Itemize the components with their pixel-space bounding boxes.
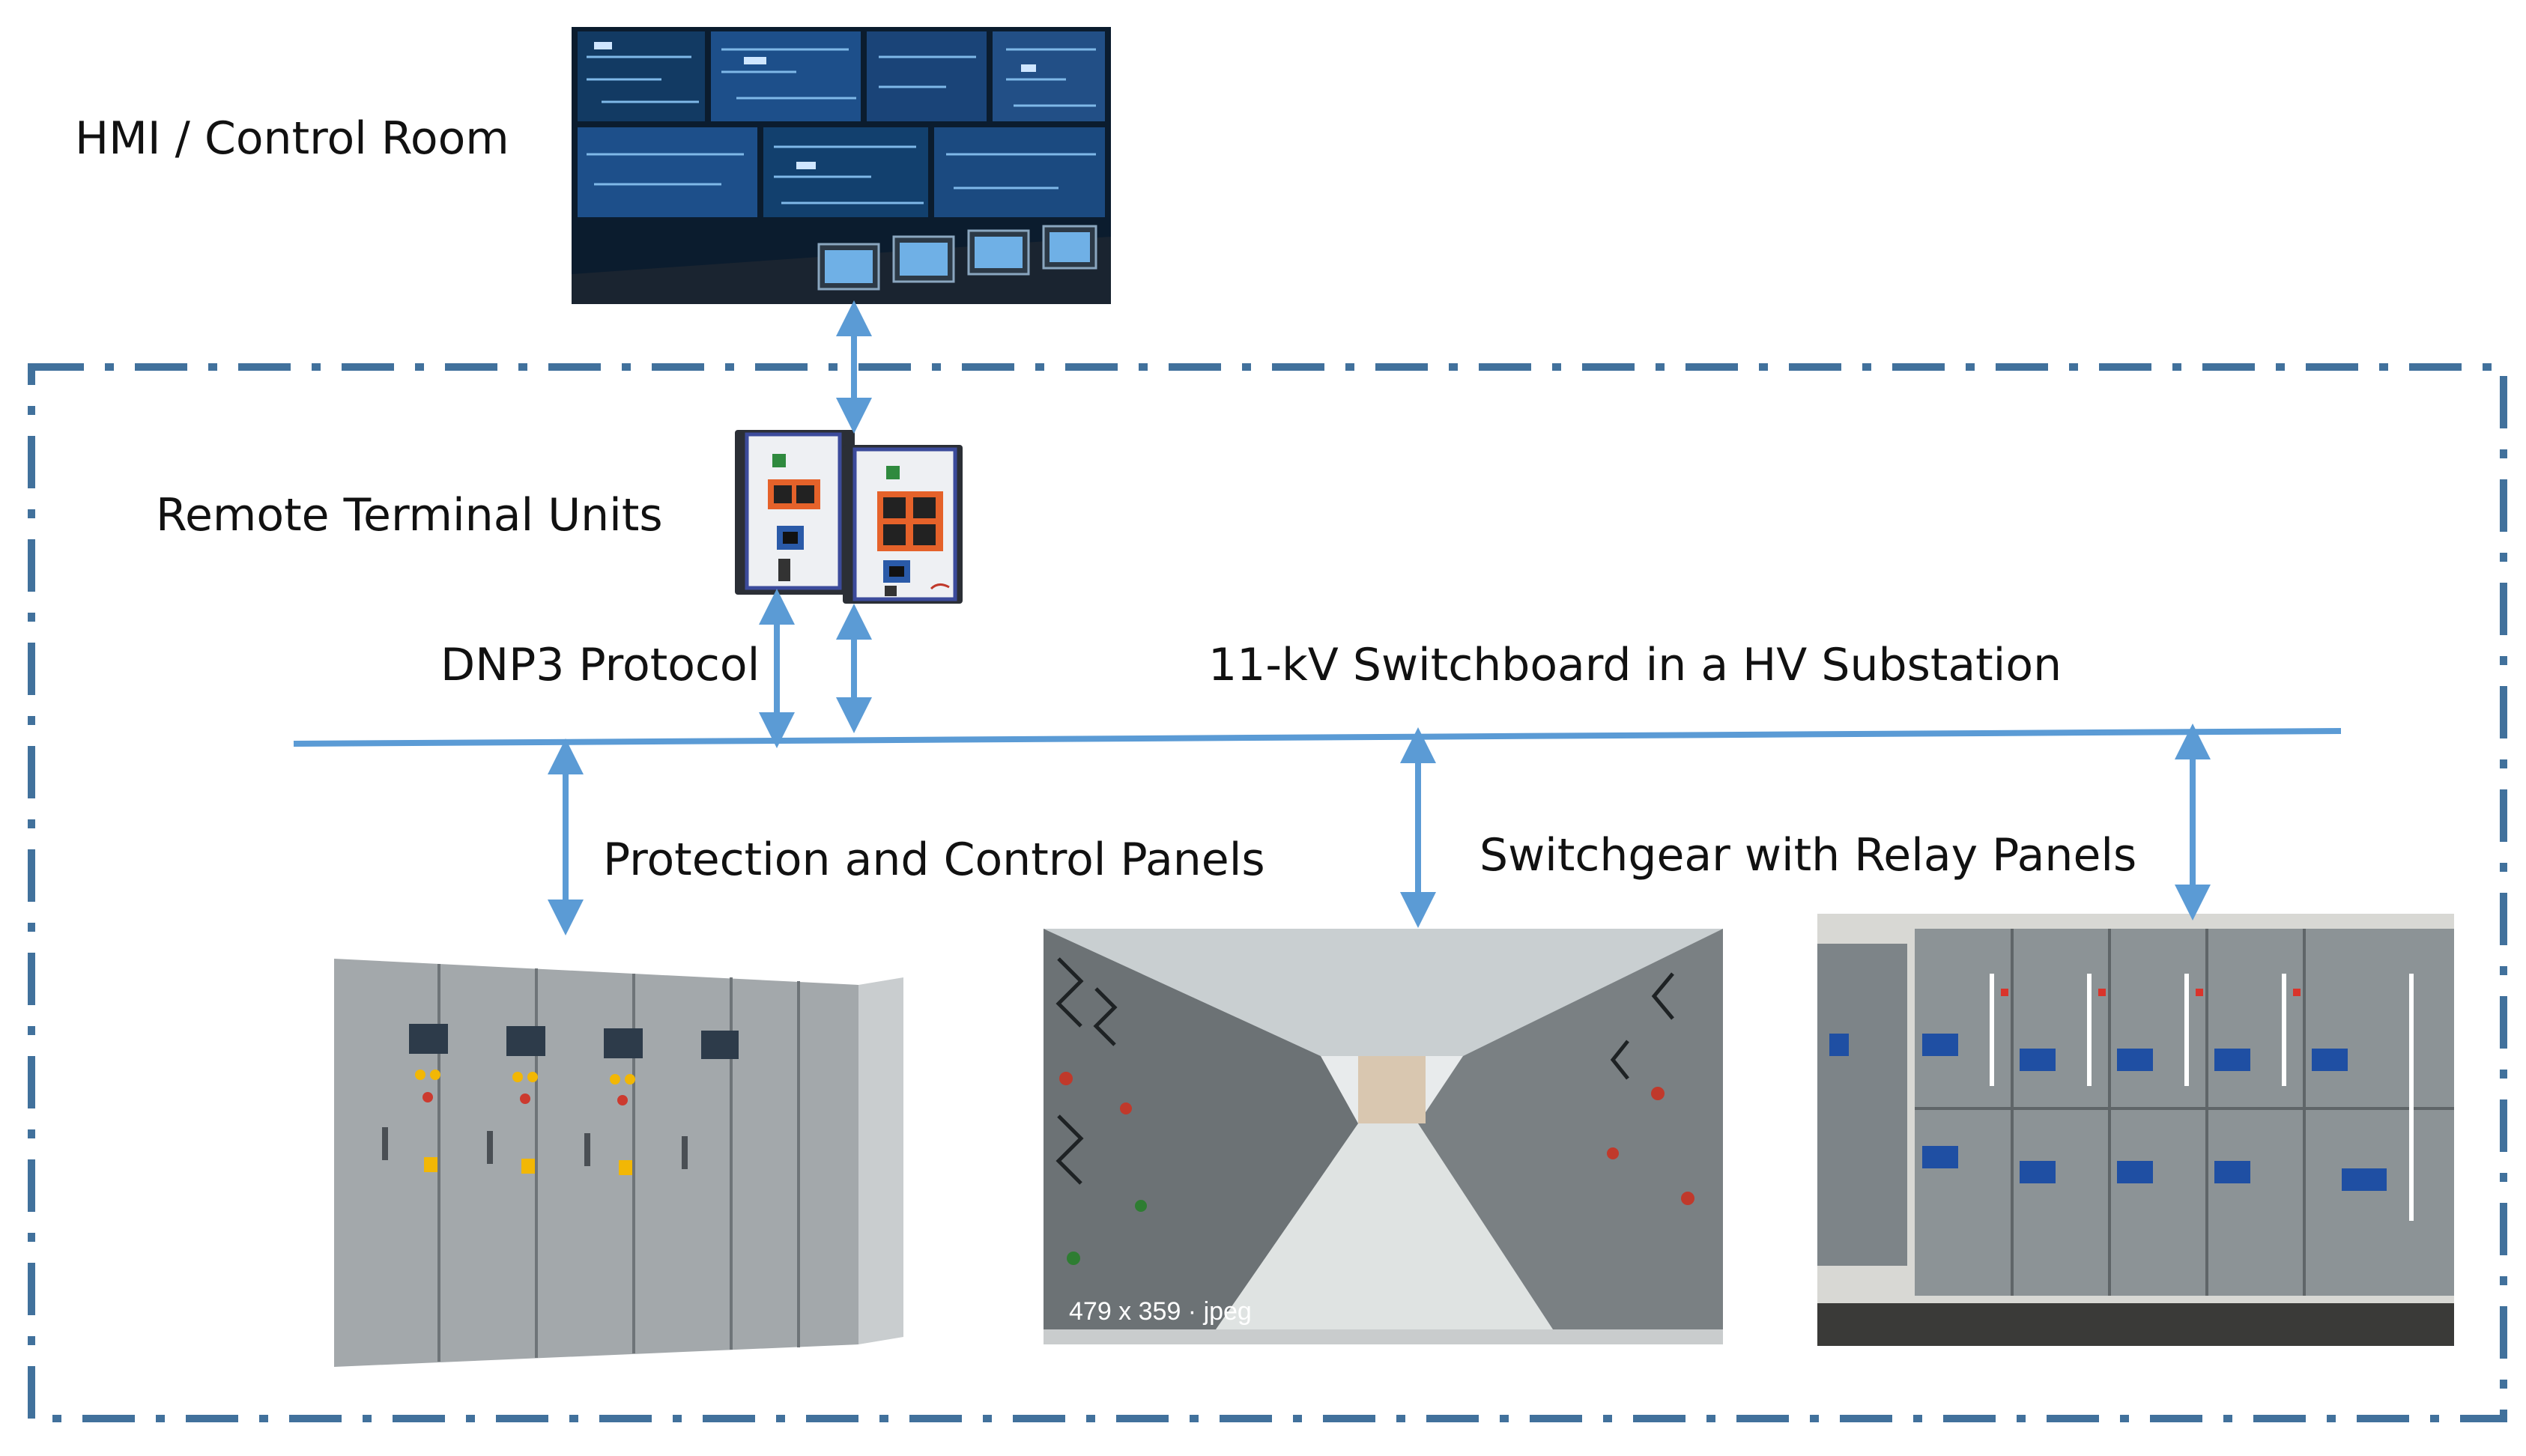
substation-bus-line	[293, 728, 2342, 747]
dnp3-protocol-label: DNP3 Protocol	[440, 639, 760, 691]
switchgear-relay-panels-label: Switchgear with Relay Panels	[1479, 829, 2137, 882]
hmi-control-room-photo	[572, 27, 1111, 304]
relay-panels-photo	[1817, 914, 2454, 1346]
substation-boundary	[28, 363, 2507, 1422]
rtu-label: Remote Terminal Units	[156, 489, 663, 542]
substation-label: 11-kV Switchboard in a HV Substation	[1208, 639, 2062, 691]
photo-caption: 479 x 359 · jpeg	[1069, 1297, 1252, 1326]
rtu-device-photo	[730, 427, 970, 610]
protection-control-panels-photo	[327, 940, 915, 1374]
protection-control-panels-label: Protection and Control Panels	[603, 834, 1265, 886]
switchgear-aisle-photo: 479 x 359 · jpeg	[1044, 929, 1723, 1344]
hmi-control-room-label: HMI / Control Room	[75, 112, 509, 165]
